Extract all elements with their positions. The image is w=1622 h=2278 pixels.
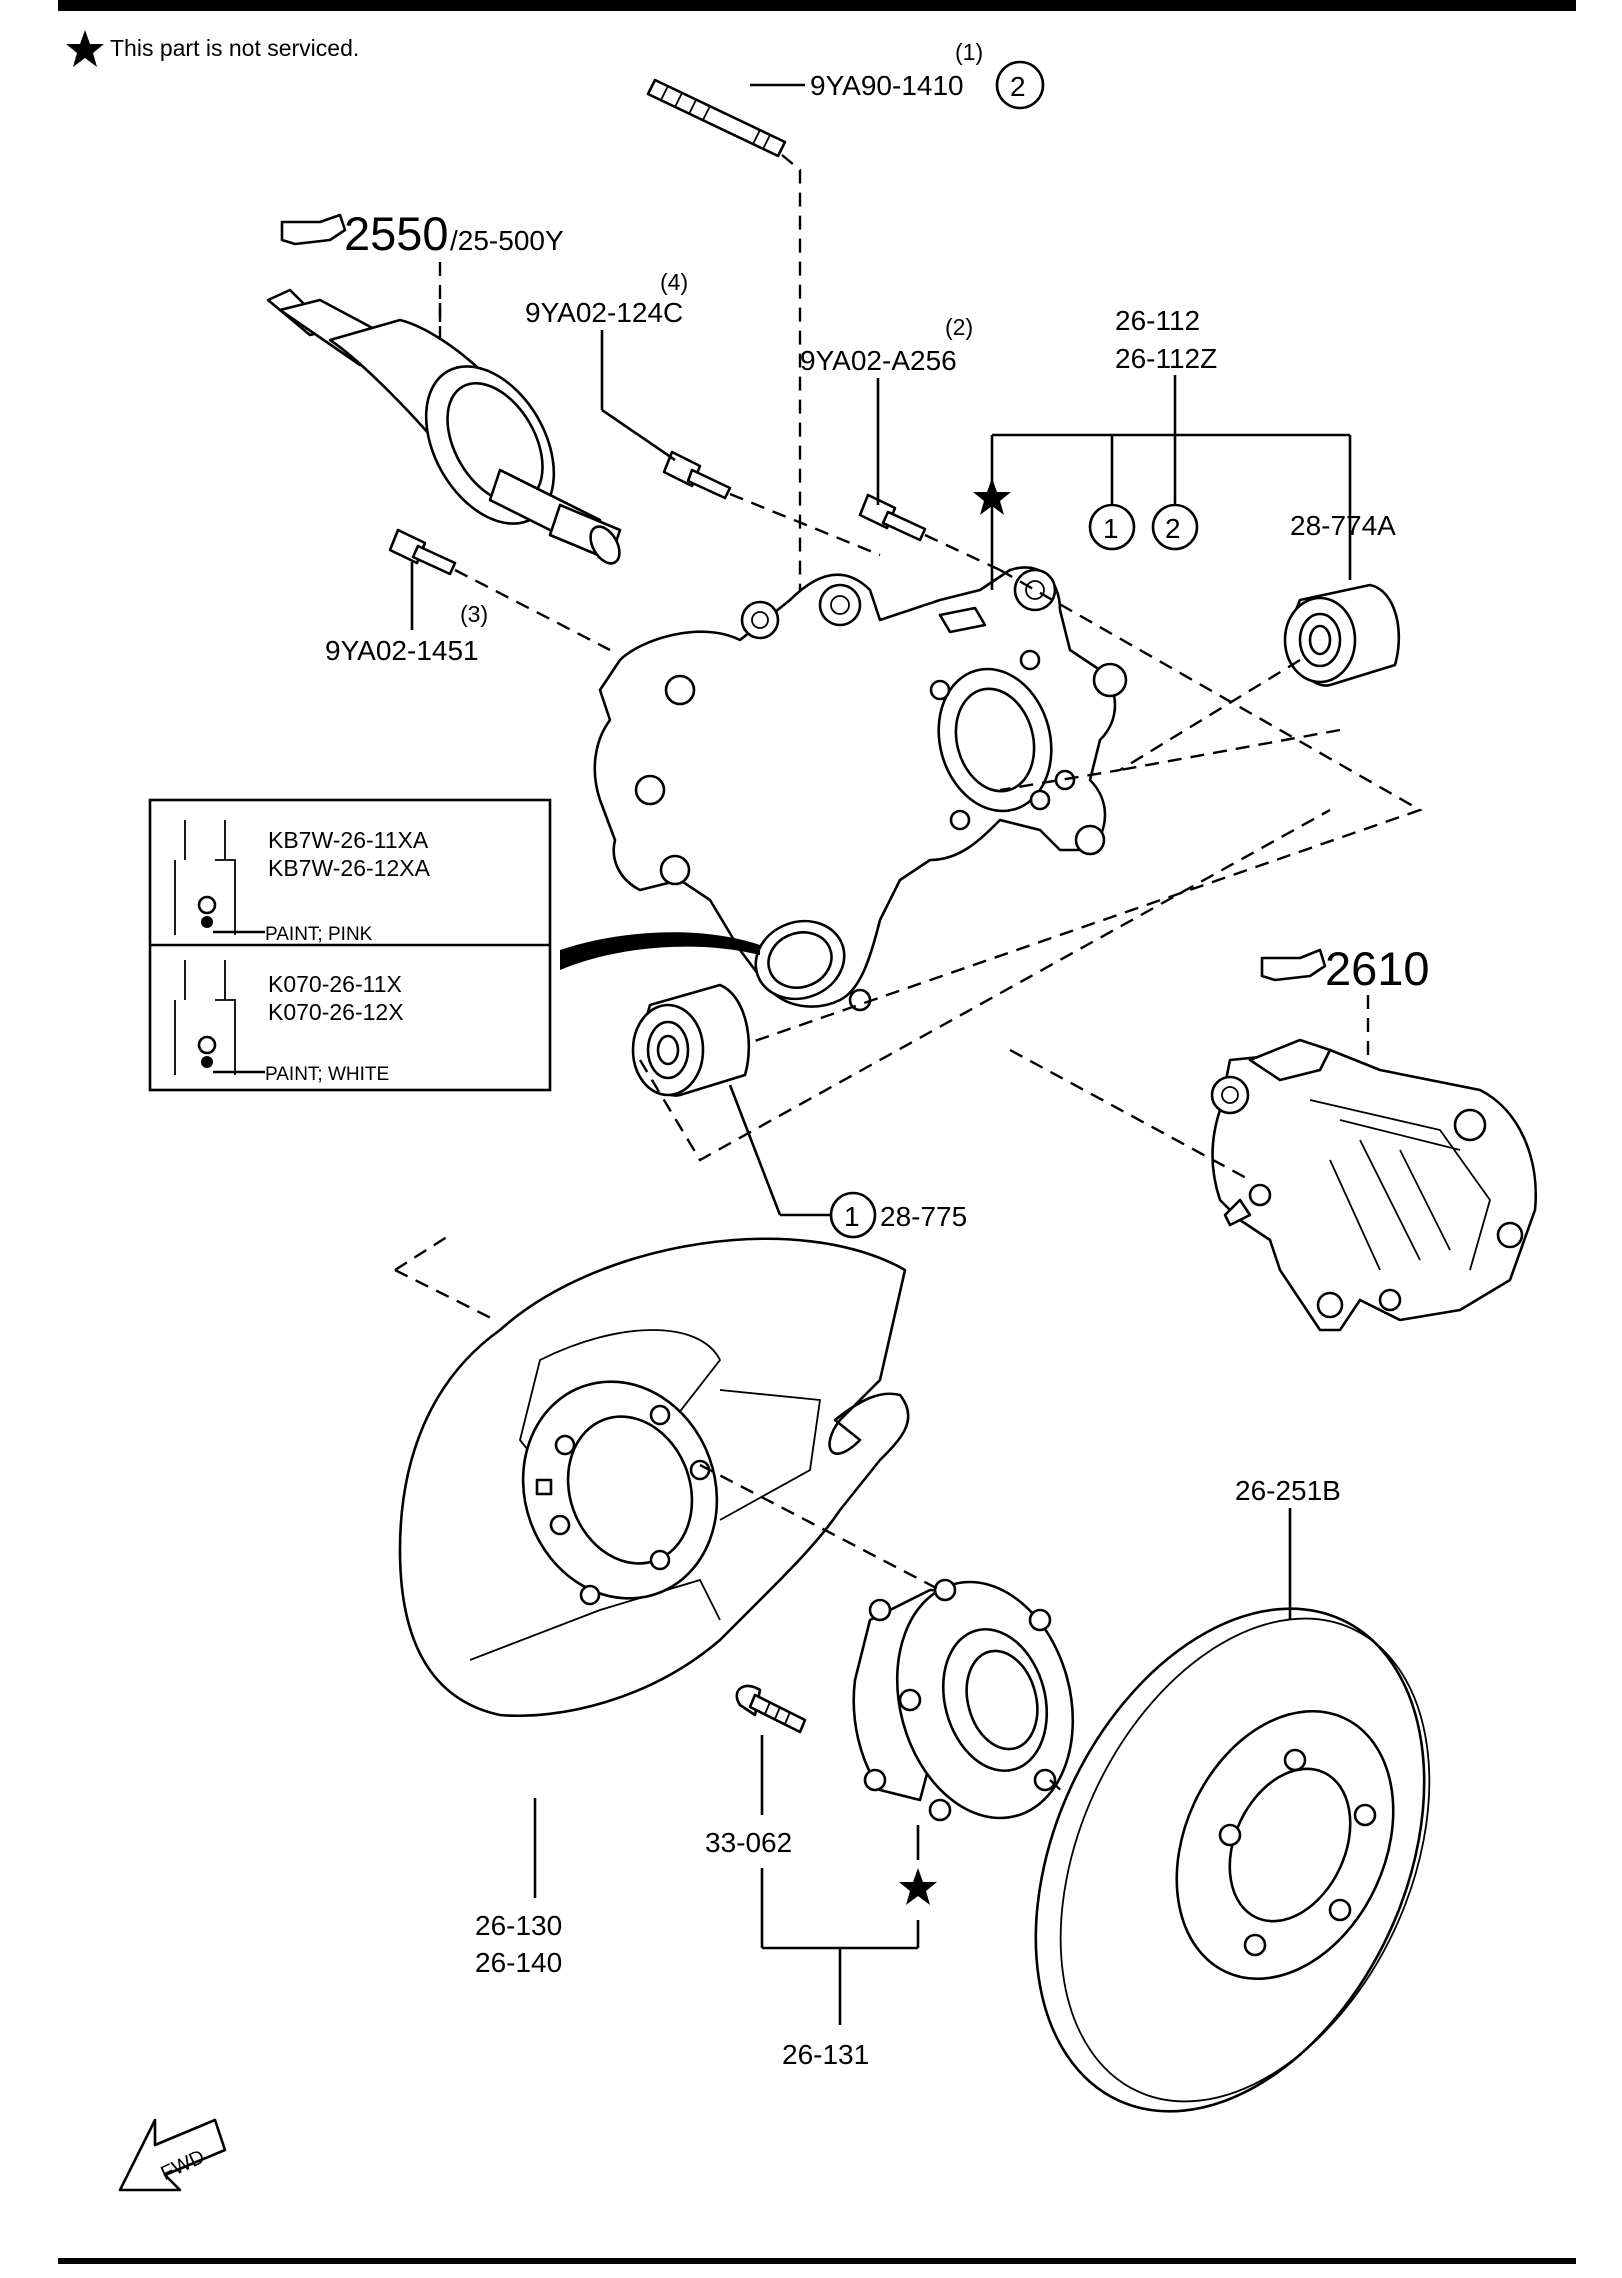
inset-1-part-2: KB7W-26-12XA xyxy=(268,855,431,881)
wheel-hub xyxy=(852,1578,1075,1822)
driveshaft-ref-main: 2550 xyxy=(344,207,449,260)
ref-circle-2: 2 xyxy=(1165,513,1181,544)
star-icon xyxy=(973,478,1011,515)
bolt-lower-left xyxy=(388,528,457,576)
wheel-stud xyxy=(646,78,787,158)
steering-knuckle xyxy=(593,566,1128,1012)
hub-bolt-part: 33-062 xyxy=(705,1827,792,1858)
inset-2-paint: PAINT; WHITE xyxy=(265,1064,389,1085)
brake-disc xyxy=(1034,1607,1431,2113)
stud-ref-number: 2 xyxy=(1010,71,1026,102)
inset-2-part-1: K070-26-11X xyxy=(268,971,402,997)
caliper-ref: 2610 xyxy=(1325,942,1430,995)
driveshaft-ref-sub: /25-500Y xyxy=(450,225,564,256)
bushing-upper-part: 28-774A xyxy=(1290,510,1396,541)
fwd-arrow-icon: FWD xyxy=(118,2118,227,2192)
hub-assembly-part: 26-131 xyxy=(782,2039,869,2070)
bolt-upper-left xyxy=(662,450,732,500)
bushing-lower xyxy=(631,983,751,1097)
shield-part-1: 26-130 xyxy=(475,1910,562,1941)
drive-shaft xyxy=(266,288,622,565)
bolt-upper-right xyxy=(858,493,927,542)
bolt-c-part: 9YA02-1451 xyxy=(325,635,479,666)
bushing-lower-part: 28-775 xyxy=(880,1201,967,1232)
stud-part-number: 9YA90-1410 xyxy=(810,70,964,101)
star-icon xyxy=(899,1868,937,1905)
bolt-b-part: 9YA02-A256 xyxy=(800,345,957,376)
bushing-upper xyxy=(1283,583,1401,687)
inset-1-part-1: KB7W-26-11XA xyxy=(268,827,429,853)
inset-1-paint: PAINT; PINK xyxy=(265,924,373,945)
brake-caliper xyxy=(1210,1038,1538,1332)
bolt-c-qty: (3) xyxy=(460,601,488,627)
top-rule xyxy=(58,0,1576,11)
bolt-b-qty: (2) xyxy=(945,314,973,340)
stud-qty: (1) xyxy=(955,39,983,65)
legend-note: This part is not serviced. xyxy=(66,30,359,67)
bottom-rule xyxy=(58,2258,1576,2264)
shield-part-2: 26-140 xyxy=(475,1947,562,1978)
knuckle-part-2: 26-112Z xyxy=(1115,343,1217,374)
bushing-inset: KB7W-26-11XA KB7W-26-12XA PAINT; PINK K0… xyxy=(148,798,552,1092)
star-icon xyxy=(66,30,104,67)
hand-pointer-icon xyxy=(280,213,347,246)
inset-2-part-2: K070-26-12X xyxy=(268,999,404,1025)
inset-pointer-arrow xyxy=(560,932,760,970)
note-text: This part is not serviced. xyxy=(110,35,359,61)
bushing-lower-ref: 1 xyxy=(844,1201,860,1232)
hub-bolt xyxy=(735,1684,807,1734)
disc-part: 26-251B xyxy=(1235,1475,1341,1506)
knuckle-part-1: 26-112 xyxy=(1115,305,1200,336)
dust-shield xyxy=(398,1237,910,1717)
bolt-a-part: 9YA02-124C xyxy=(525,297,683,328)
ref-circle-1: 1 xyxy=(1103,513,1119,544)
bolt-a-qty: (4) xyxy=(660,269,688,295)
hand-pointer-icon xyxy=(1260,948,1327,982)
